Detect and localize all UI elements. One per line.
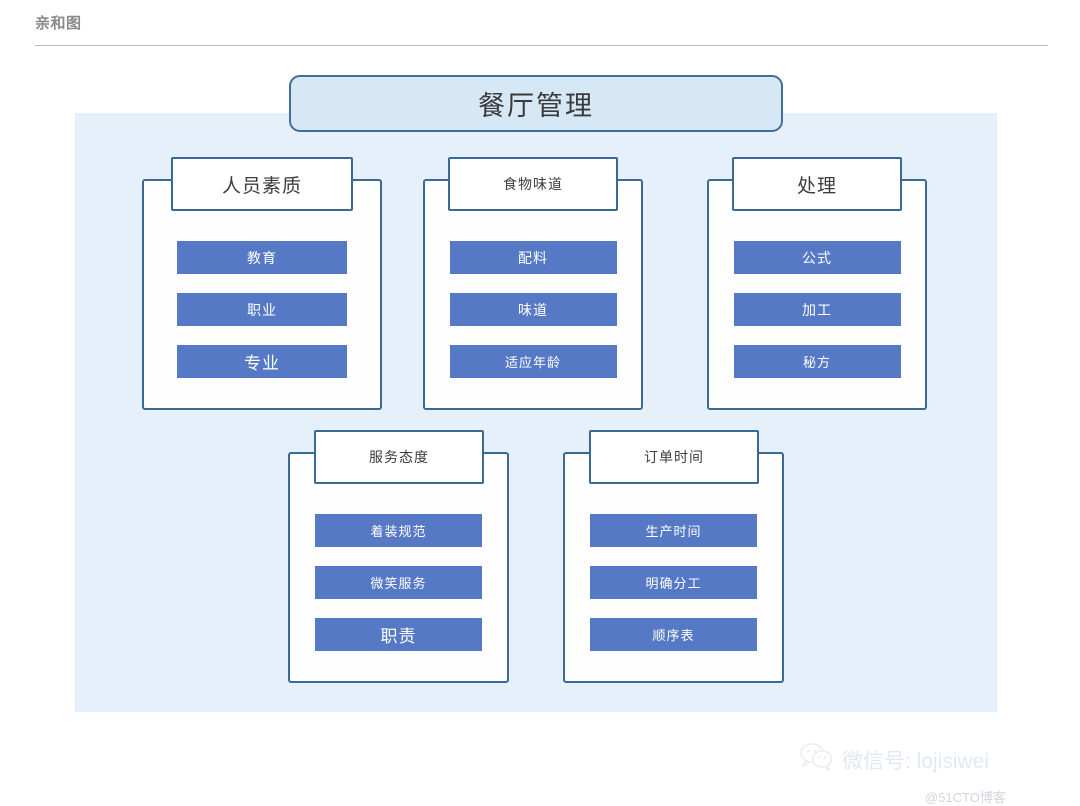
group-item[interactable]: 明确分工 xyxy=(590,566,757,599)
group-item[interactable]: 专业 xyxy=(177,345,347,378)
group-item-label: 配料 xyxy=(518,249,548,266)
group-item[interactable]: 微笑服务 xyxy=(315,566,482,599)
group-item-label: 微笑服务 xyxy=(370,576,427,591)
group-item[interactable]: 生产时间 xyxy=(590,514,757,547)
group-item-label: 教育 xyxy=(247,249,277,266)
header-divider xyxy=(35,45,1048,46)
group-item-label: 适应年龄 xyxy=(504,355,561,370)
site-watermark-text: @51CTO博客 xyxy=(925,790,1006,805)
group-header-label: 处理 xyxy=(796,175,837,197)
group-order-time[interactable]: 订单时间 生产时间 明确分工 顺序表 xyxy=(563,430,784,683)
group-header-label: 订单时间 xyxy=(644,449,704,465)
group-item-label: 明确分工 xyxy=(645,576,702,591)
group-service-attitude[interactable]: 服务态度 着装规范 微笑服务 职责 xyxy=(288,430,509,683)
group-item-label: 专业 xyxy=(244,354,280,373)
affinity-diagram: 餐厅管理 人员素质 教育 职业 专业 食物味道 配料 xyxy=(0,50,1080,805)
group-item[interactable]: 加工 xyxy=(733,293,901,326)
group-item-list: 配料 味道 适应年龄 xyxy=(423,241,643,378)
group-food-taste[interactable]: 食物味道 配料 味道 适应年龄 xyxy=(423,157,643,410)
wechat-watermark: 微信号: lojisiwei xyxy=(800,743,989,776)
group-item-list: 生产时间 明确分工 顺序表 xyxy=(563,514,784,651)
group-item[interactable]: 顺序表 xyxy=(590,618,757,651)
group-item[interactable]: 着装规范 xyxy=(315,514,482,547)
group-header-box[interactable]: 人员素质 xyxy=(171,157,353,211)
group-item[interactable]: 秘方 xyxy=(733,345,901,378)
page-header: 亲和图 xyxy=(0,0,1080,50)
group-item-list: 着装规范 微笑服务 职责 xyxy=(288,514,509,651)
group-item-label: 着装规范 xyxy=(370,524,427,539)
group-item-list: 教育 职业 专业 xyxy=(142,241,382,378)
group-header-box[interactable]: 食物味道 xyxy=(448,157,618,211)
group-item[interactable]: 味道 xyxy=(449,293,617,326)
wechat-watermark-text: 微信号: lojisiwei xyxy=(842,749,990,773)
group-item[interactable]: 职责 xyxy=(315,618,482,651)
group-item-label: 顺序表 xyxy=(652,628,695,643)
group-header-label: 食物味道 xyxy=(503,176,563,192)
group-item[interactable]: 适应年龄 xyxy=(449,345,617,378)
group-header-label: 人员素质 xyxy=(221,175,302,197)
group-header-box[interactable]: 服务态度 xyxy=(314,430,484,484)
group-item[interactable]: 教育 xyxy=(177,241,347,274)
group-header-box[interactable]: 订单时间 xyxy=(589,430,759,484)
group-item-label: 秘方 xyxy=(802,355,831,370)
group-item-label: 公式 xyxy=(802,249,832,266)
group-personnel-quality[interactable]: 人员素质 教育 职业 专业 xyxy=(142,157,382,410)
group-item[interactable]: 职业 xyxy=(177,293,347,326)
group-processing[interactable]: 处理 公式 加工 秘方 xyxy=(707,157,927,410)
wechat-icon xyxy=(800,743,834,776)
root-node-label: 餐厅管理 xyxy=(478,91,594,121)
group-item-label: 职责 xyxy=(380,627,417,646)
group-item-list: 公式 加工 秘方 xyxy=(707,241,927,378)
group-item-label: 职业 xyxy=(247,301,277,318)
root-node-restaurant-management[interactable]: 餐厅管理 xyxy=(289,75,783,132)
group-header-box[interactable]: 处理 xyxy=(732,157,902,211)
page-title: 亲和图 xyxy=(35,15,82,32)
group-item[interactable]: 配料 xyxy=(449,241,617,274)
group-item[interactable]: 公式 xyxy=(733,241,901,274)
group-header-label: 服务态度 xyxy=(369,449,429,465)
group-item-label: 味道 xyxy=(518,301,548,318)
group-item-label: 加工 xyxy=(802,301,832,318)
group-item-label: 生产时间 xyxy=(645,524,702,539)
